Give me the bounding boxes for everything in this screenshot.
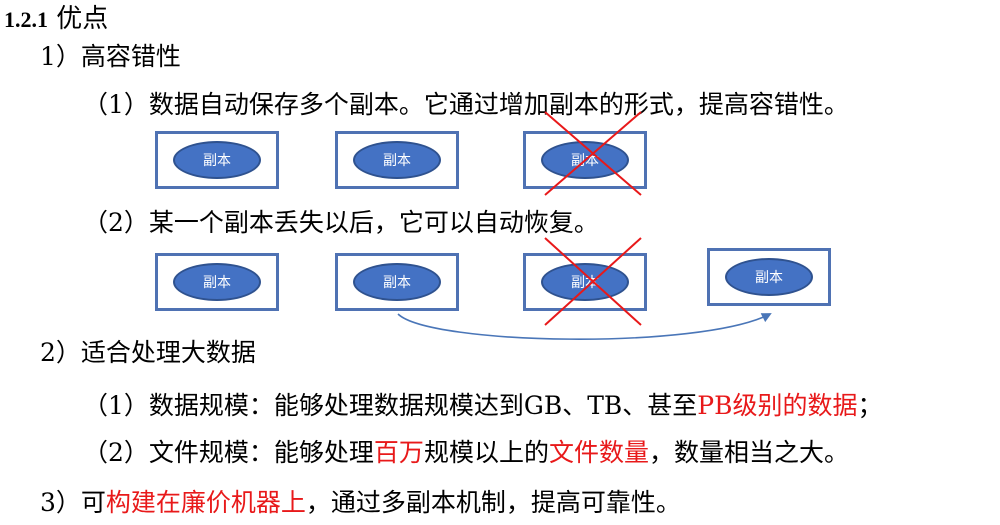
highlighted-text: 构建在廉价机器上 (105, 488, 306, 517)
highlighted-text: 文件数量 (548, 438, 649, 467)
replica-box: 副本 (155, 253, 279, 311)
section-title: 优点 (56, 4, 109, 34)
advantage-1-label: 1）高容错性 (40, 42, 181, 71)
replica-box: 副本 (335, 131, 459, 189)
advantage-1-point-1: （1）数据自动保存多个副本。它通过增加副本的形式，提高容错性。 (83, 90, 849, 119)
text-segment: 3）可 (40, 488, 106, 517)
advantage-2-label: 2）适合处理大数据 (40, 338, 256, 367)
replica-oval: 副本 (541, 263, 629, 301)
recovery-arrow-icon (397, 313, 772, 340)
text-segment: ； (857, 391, 883, 420)
text-segment: ，数量相当之大。 (648, 438, 849, 467)
highlighted-text: 百万 (373, 438, 424, 467)
advantage-1-point-2: （2）某一个副本丢失以后，它可以自动恢复。 (83, 208, 599, 237)
text-segment: （2）文件规模：能够处理 (83, 438, 374, 467)
source-replica-box: 副本 (335, 253, 459, 311)
section-number: 1.2.1 (4, 7, 48, 32)
recovered-replica-box: 副本 (707, 248, 831, 306)
text-segment: ，通过多副本机制，提高可靠性。 (305, 488, 681, 517)
section-heading: 1.2.1 优点 (4, 6, 108, 32)
highlighted-text: PB级别的数据 (697, 391, 858, 420)
replica-oval: 副本 (173, 141, 261, 179)
replica-oval: 副本 (541, 141, 629, 179)
advantage-2-point-1: （1）数据规模：能够处理数据规模达到GB、TB、甚至PB级别的数据； (83, 393, 883, 418)
text-segment: （1）数据规模：能够处理数据规模达到GB、TB、甚至 (83, 391, 698, 420)
text-segment: 规模以上的 (423, 438, 549, 467)
replica-oval: 副本 (353, 263, 441, 301)
advantage-2-point-2: （2）文件规模：能够处理百万规模以上的文件数量，数量相当之大。 (83, 440, 849, 465)
replica-box: 副本 (155, 131, 279, 189)
replica-oval: 副本 (725, 258, 813, 296)
lost-replica-box: 副本 (523, 131, 647, 189)
advantage-3-label: 3）可构建在廉价机器上，通过多副本机制，提高可靠性。 (40, 490, 681, 515)
replica-oval: 副本 (173, 263, 261, 301)
replica-oval: 副本 (353, 141, 441, 179)
lost-replica-box: 副本 (523, 253, 647, 311)
